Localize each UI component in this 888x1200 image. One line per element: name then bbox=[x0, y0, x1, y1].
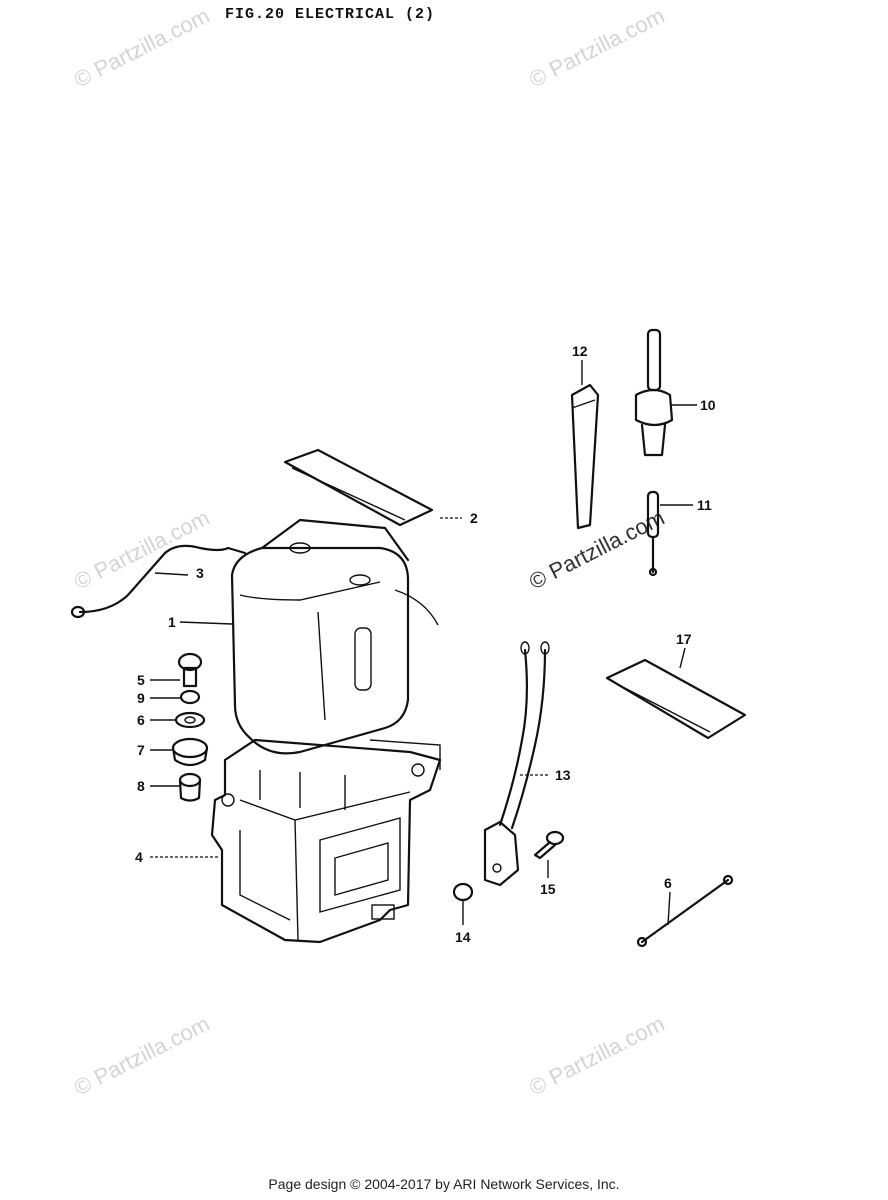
callout-3: 3 bbox=[196, 565, 204, 581]
part-4-battery-holder[interactable] bbox=[210, 738, 442, 944]
callout-17: 17 bbox=[676, 631, 692, 647]
callout-1: 1 bbox=[168, 614, 176, 630]
part-5-bolt[interactable] bbox=[177, 652, 203, 688]
callout-12: 12 bbox=[572, 343, 588, 359]
part-9-washer[interactable] bbox=[179, 689, 201, 705]
callout-9: 9 bbox=[137, 690, 145, 706]
part-2-battery-band[interactable] bbox=[283, 448, 434, 527]
part-6-washer[interactable] bbox=[174, 711, 206, 729]
callout-7: 7 bbox=[137, 742, 145, 758]
part-10-socket[interactable] bbox=[634, 328, 674, 457]
callout-5: 5 bbox=[137, 672, 145, 688]
page-footer: Page design © 2004-2017 by ARI Network S… bbox=[268, 1176, 620, 1192]
callout-6: 6 bbox=[137, 712, 145, 728]
callout-4: 4 bbox=[135, 849, 143, 865]
callout-11: 11 bbox=[697, 497, 712, 513]
part-1-battery[interactable] bbox=[230, 518, 439, 755]
callout-8: 8 bbox=[137, 778, 145, 794]
part-15-screw[interactable] bbox=[533, 830, 565, 860]
part-6-rod[interactable] bbox=[636, 874, 734, 948]
part-12-breather-tube[interactable] bbox=[570, 383, 600, 530]
callout-15: 15 bbox=[540, 881, 556, 897]
part-14-nut[interactable] bbox=[452, 882, 474, 902]
callout-13: 13 bbox=[555, 767, 571, 783]
callout-2: 2 bbox=[470, 510, 478, 526]
callout-10: 10 bbox=[700, 397, 716, 413]
part-17-pad[interactable] bbox=[605, 658, 747, 740]
part-13-wire-harness[interactable] bbox=[483, 641, 550, 887]
part-11-bulb[interactable] bbox=[646, 490, 660, 577]
part-7-cushion[interactable] bbox=[171, 737, 209, 767]
callout-6-rod: 6 bbox=[664, 875, 672, 891]
part-3-battery-cable[interactable] bbox=[70, 544, 247, 619]
callout-14: 14 bbox=[455, 929, 471, 945]
part-8-collar[interactable] bbox=[178, 772, 202, 802]
diagram-title: FIG.20 ELECTRICAL (2) bbox=[225, 6, 436, 23]
